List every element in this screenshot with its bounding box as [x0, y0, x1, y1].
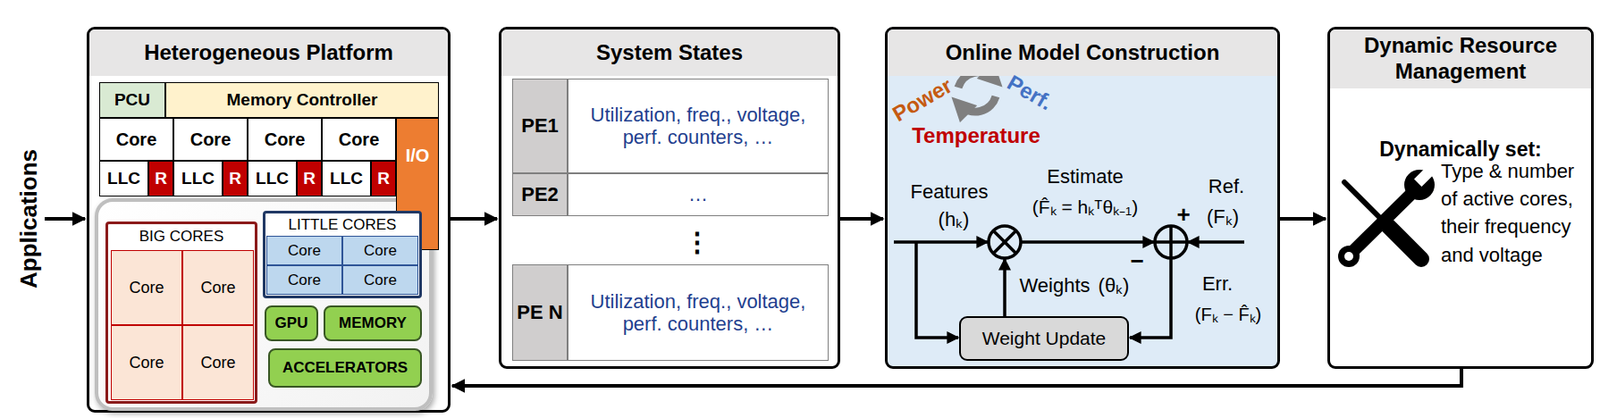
node-title: LLC: [329, 168, 363, 189]
node-title: Dynamic Resource Management: [1330, 29, 1592, 89]
node-title: LLC: [181, 168, 215, 189]
block-box: Utilization, freq., voltage, perf. count…: [567, 264, 829, 362]
block-box: Weight Update: [959, 316, 1129, 362]
block-box: PCU: [99, 82, 166, 118]
block-box: R: [148, 160, 174, 197]
node-text: Type & number of active cores, their fre…: [1440, 157, 1593, 270]
diagram-label: ⋮: [683, 227, 711, 257]
block-box: Core: [110, 250, 183, 326]
node-title: Core: [200, 278, 236, 298]
node-title: Core: [116, 129, 158, 151]
node-title: MEMORY: [338, 314, 407, 333]
diagram-label: Temperature: [911, 124, 1041, 148]
diagram-label: (Fₖ): [1206, 206, 1239, 228]
block-box: LLC: [247, 160, 297, 197]
block-box: GPU: [264, 305, 319, 342]
diagram-label: Err.: [1202, 273, 1233, 295]
node-title: Weight Update: [982, 328, 1107, 350]
diagram-label: Features: [910, 181, 989, 203]
block-box: R: [370, 160, 396, 197]
node-title: Core: [338, 129, 380, 151]
diagram-label: −: [1129, 248, 1144, 275]
block-box: Core: [99, 117, 174, 161]
node-title: Online Model Construction: [887, 29, 1278, 76]
node-title: Utilization, freq., voltage, perf. count…: [575, 103, 821, 150]
node-title: Utilization, freq., voltage, perf. count…: [575, 290, 821, 337]
node-title: ACCELERATORS: [282, 359, 408, 378]
node-title: R: [154, 168, 168, 189]
diagram-label: +: [1176, 202, 1190, 228]
node-title: …: [688, 183, 708, 206]
stage-panel: System StatesPE1Utilization, freq., volt…: [498, 26, 841, 370]
node-title: GPU: [275, 314, 309, 333]
node-title: Core: [363, 242, 397, 261]
block-box: Core: [182, 250, 254, 326]
block-box: …: [567, 173, 829, 217]
node-title: I/O: [405, 145, 430, 167]
node-title: System States: [501, 29, 838, 76]
block-box: LLC: [321, 160, 371, 197]
node-title: LITTLE CORES: [288, 216, 397, 235]
diagram-label: Estimate: [1046, 166, 1124, 188]
node-title: LLC: [107, 168, 141, 189]
flow-arrow: [1280, 217, 1326, 221]
block-box: PE1: [512, 78, 568, 174]
block-box: LLC: [173, 160, 223, 197]
flow-arrow: [840, 217, 884, 221]
stage-panel: Heterogeneous PlatformPCU Memory Controll…: [86, 26, 451, 413]
stage-panel: Dynamic Resource ManagementDynamically s…: [1327, 26, 1594, 370]
diagram-label: Weights: [1018, 275, 1090, 297]
node-title: Core: [200, 353, 236, 373]
diagram-label: (θₖ): [1098, 275, 1130, 297]
block-box: Core: [182, 325, 254, 401]
block-box: Core: [342, 235, 419, 266]
node-title: Core: [287, 242, 321, 261]
node-title: LLC: [255, 168, 289, 189]
node-title: BIG CORES: [139, 227, 224, 246]
node-title: Core: [287, 271, 321, 290]
block-box: Memory Controller: [165, 82, 439, 118]
node-title: Memory Controller: [227, 90, 379, 110]
block-box: Core: [247, 117, 322, 161]
block-box: R: [296, 160, 322, 197]
block-box: LITTLE CORESCoreCoreCoreCore: [262, 210, 422, 299]
block-box: R: [222, 160, 248, 197]
node-title: PE1: [521, 114, 559, 137]
node-title: Core: [128, 353, 164, 373]
node-title: PCU: [114, 90, 151, 110]
input-arrow: [44, 217, 85, 221]
flow-arrow: [452, 369, 1462, 387]
diagram-label: (F̂ₖ = hₖᵀθₖ₋₁): [1032, 196, 1138, 218]
node-title: R: [377, 168, 390, 189]
diagram-label: (hₖ): [938, 209, 970, 231]
diagram-label: Ref.: [1208, 176, 1245, 198]
block-box: Core: [342, 265, 419, 295]
diagram-label: Applications: [16, 149, 43, 289]
node-title: Heterogeneous Platform: [89, 29, 448, 76]
block-box: Core: [266, 265, 343, 295]
block-box: Core: [266, 235, 343, 266]
flow-arrow: [450, 217, 497, 221]
node-title: R: [303, 168, 316, 189]
block-box: PE N: [512, 264, 568, 362]
block-box: Core: [321, 117, 396, 161]
diagram-label: (Fₖ − F̂ₖ): [1195, 304, 1263, 325]
node-text: Dynamically set:: [1345, 137, 1576, 163]
block-box: Core: [173, 117, 248, 161]
block-box: ACCELERATORS: [268, 348, 422, 388]
node-title: Core: [264, 129, 306, 151]
node-title: Core: [128, 278, 164, 298]
block-box: Core: [110, 325, 183, 401]
block-box: LLC: [99, 160, 149, 197]
block-box: Utilization, freq., voltage, perf. count…: [567, 78, 829, 174]
block-box: BIG CORESCoreCoreCoreCore: [105, 221, 258, 405]
block-box: MEMORY: [323, 305, 422, 342]
node-title: Core: [190, 129, 232, 151]
node-title: Core: [363, 271, 397, 290]
block-box: PE2: [512, 173, 568, 217]
node-title: PE N: [516, 301, 563, 324]
node-title: PE2: [521, 183, 559, 206]
node-title: R: [228, 168, 242, 189]
